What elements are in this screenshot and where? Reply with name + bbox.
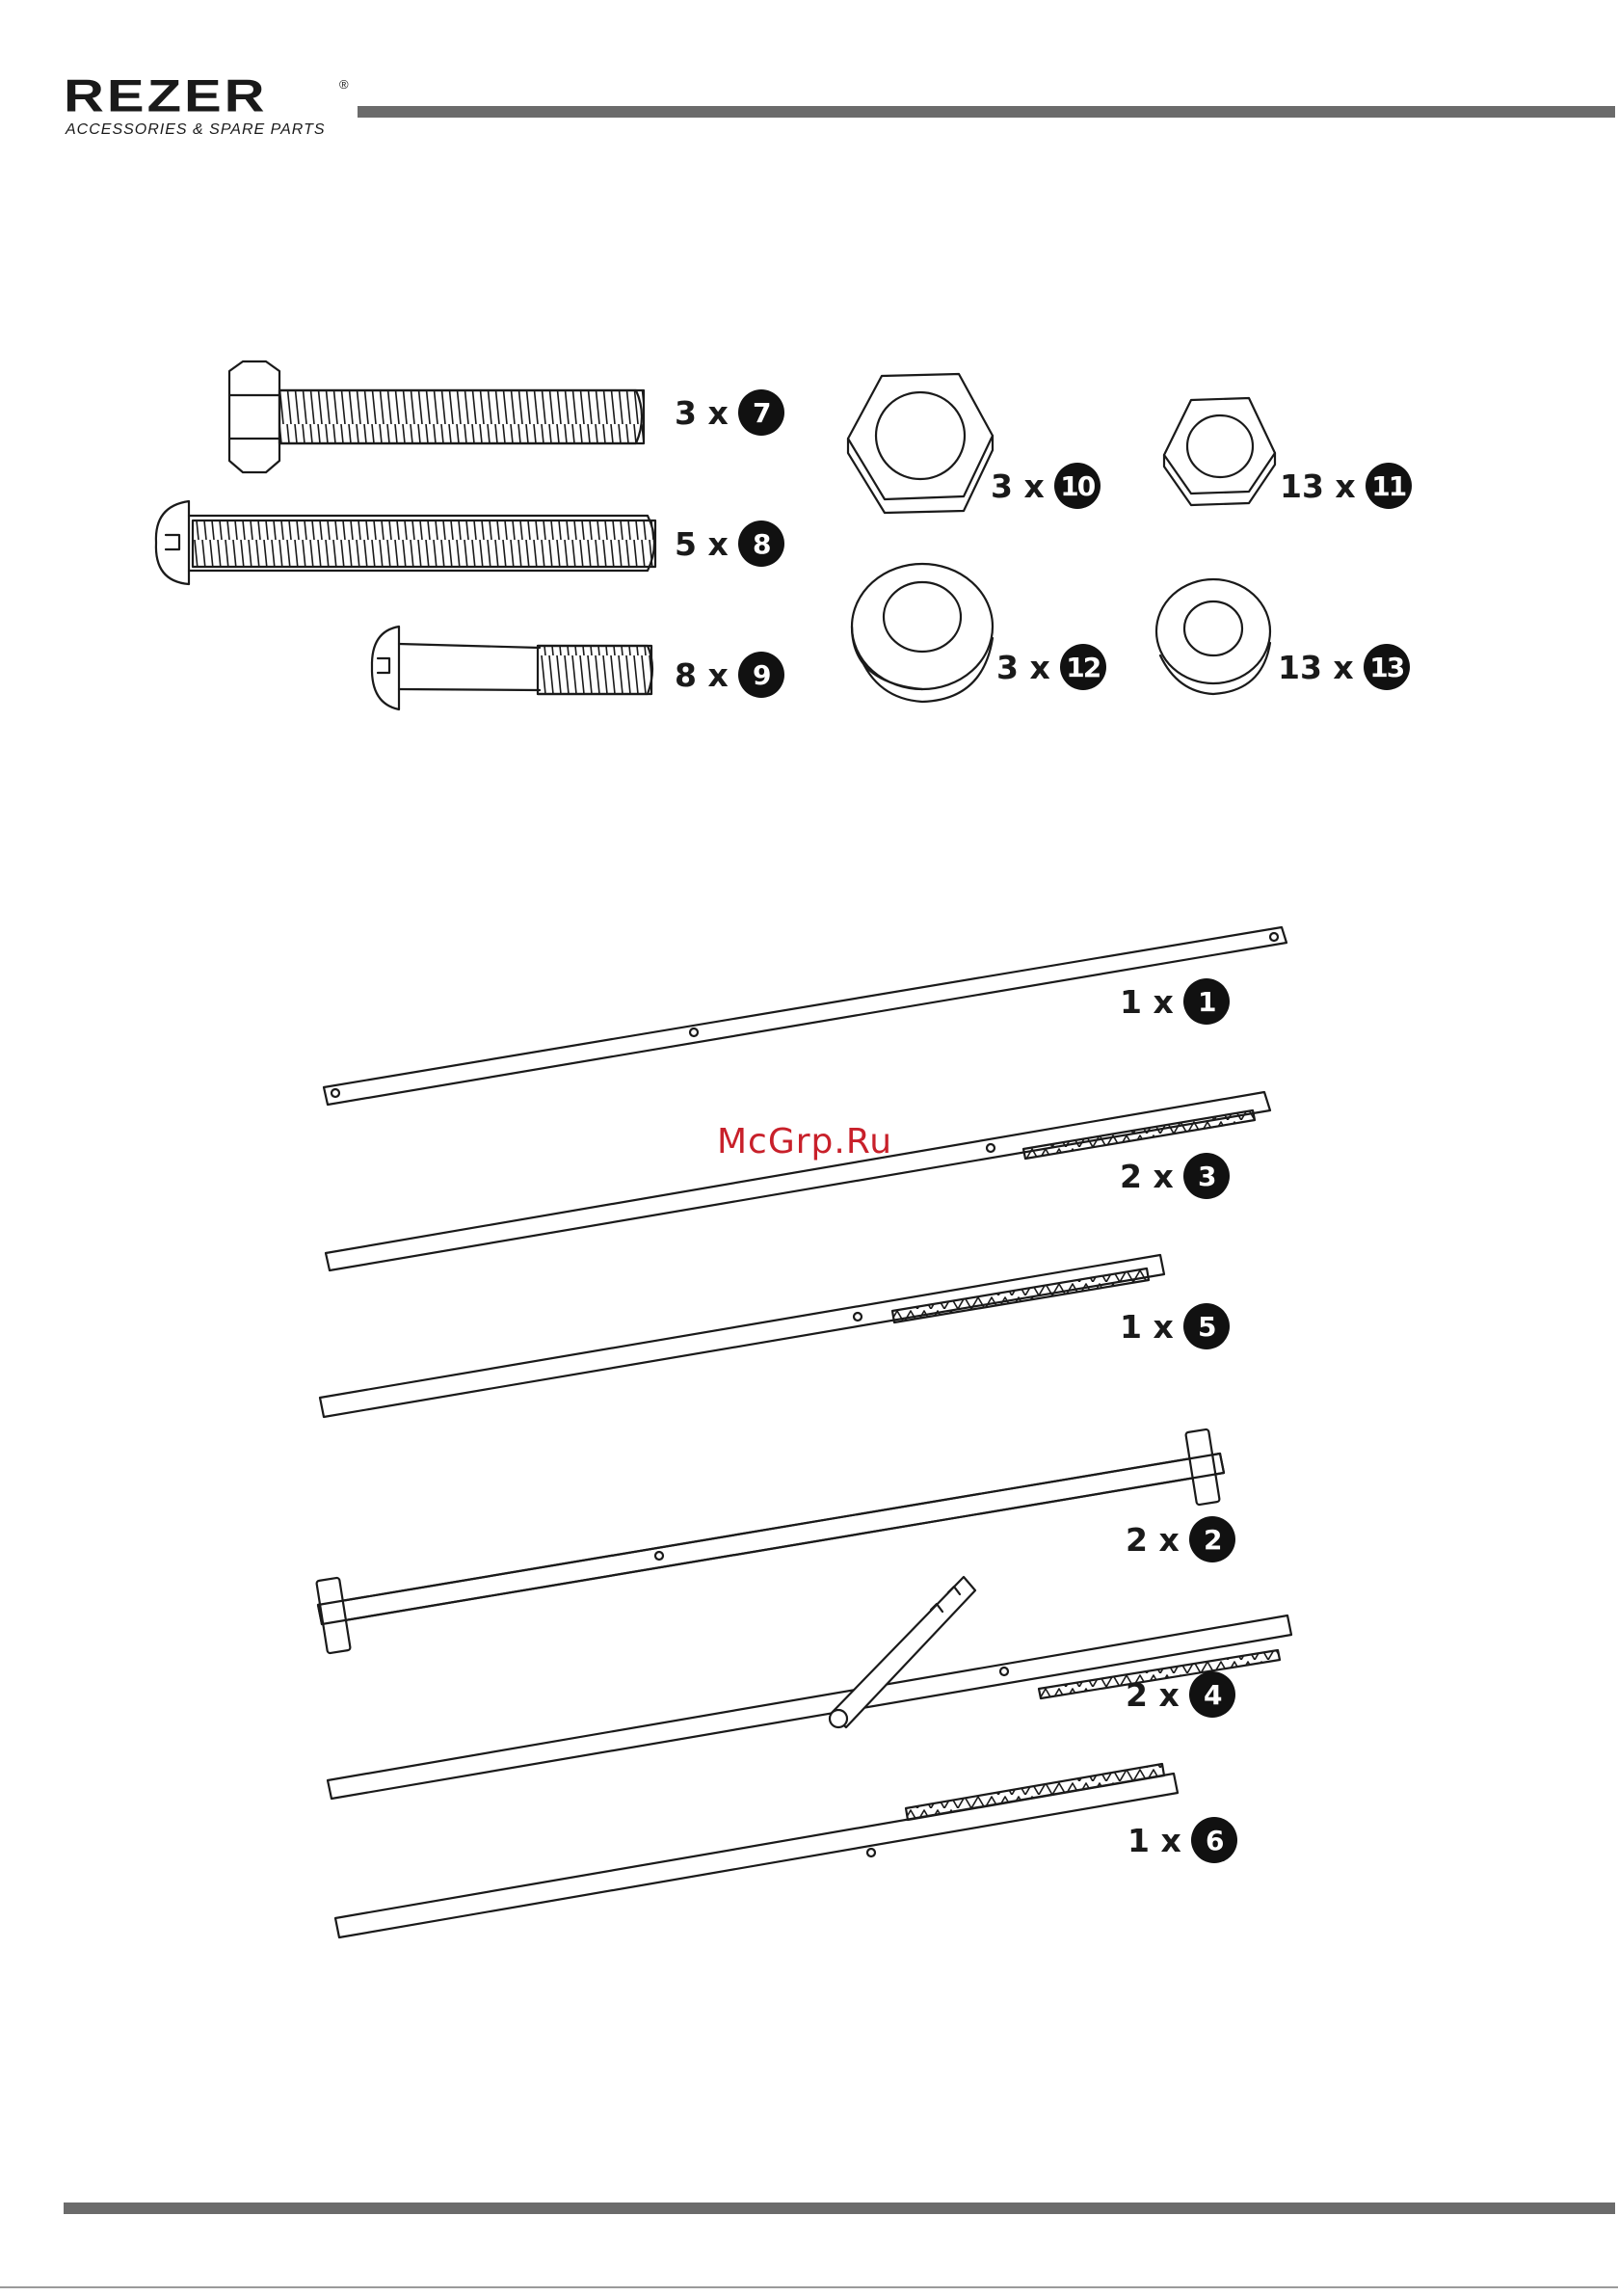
watermark-text: McGrp.Ru: [717, 1122, 892, 1161]
small-washer-drawing: [1156, 579, 1270, 694]
bracket-bar-drawing: [316, 1429, 1224, 1654]
quantity-label-part-2: 2 x 2: [1126, 1516, 1235, 1562]
quantity-text: 1 x: [1127, 1822, 1181, 1859]
quantity-label-part-9: 8 x 9: [675, 652, 784, 698]
part-number-badge: 7: [738, 389, 784, 436]
quantity-label-part-7: 3 x 7: [675, 389, 784, 436]
quantity-text: 3 x: [996, 649, 1050, 686]
quantity-label-part-1: 1 x 1: [1120, 978, 1230, 1025]
part-number-badge: 3: [1183, 1153, 1230, 1199]
footer-rule: [64, 2203, 1615, 2214]
quantity-text: 8 x: [675, 656, 729, 694]
quantity-text: 3 x: [675, 394, 729, 432]
quantity-text: 5 x: [675, 525, 729, 563]
quantity-text: 2 x: [1126, 1521, 1180, 1559]
small-hex-nut-drawing: [1164, 398, 1275, 505]
part-number-badge: 11: [1366, 463, 1412, 509]
large-washer-drawing: [852, 564, 993, 702]
quantity-text: 1 x: [1120, 983, 1174, 1021]
part-number-badge: 10: [1054, 463, 1101, 509]
rack-bar-drawing-3: [335, 1764, 1178, 1937]
quantity-label-part-6: 1 x 6: [1127, 1817, 1237, 1863]
quantity-label-part-11: 13 x 11: [1280, 463, 1412, 509]
quantity-text: 2 x: [1126, 1676, 1180, 1714]
quantity-text: 13 x: [1278, 649, 1354, 686]
quantity-label-part-10: 3 x 10: [991, 463, 1101, 509]
part-number-badge: 9: [738, 652, 784, 698]
quantity-text: 13 x: [1280, 467, 1356, 505]
quantity-text: 1 x: [1120, 1308, 1174, 1346]
page-bottom-line: [0, 2286, 1618, 2288]
quantity-text: 3 x: [991, 467, 1045, 505]
quantity-text: 2 x: [1120, 1158, 1174, 1195]
quantity-label-part-4: 2 x 4: [1126, 1671, 1235, 1718]
quantity-label-part-3: 2 x 3: [1120, 1153, 1230, 1199]
part-number-badge: 1: [1183, 978, 1230, 1025]
part-number-badge: 5: [1183, 1303, 1230, 1349]
quantity-label-part-8: 5 x 8: [675, 521, 784, 567]
large-hex-nut-drawing: [848, 374, 993, 513]
part-number-badge: 2: [1189, 1516, 1235, 1562]
rack-bar-drawing-2: [320, 1255, 1164, 1417]
part-number-badge: 6: [1191, 1817, 1237, 1863]
quantity-label-part-12: 3 x 12: [996, 644, 1106, 690]
part-number-badge: 12: [1060, 644, 1106, 690]
part-number-badge: 13: [1364, 644, 1410, 690]
long-round-head-screw-drawing: [156, 501, 655, 584]
part-number-badge: 8: [738, 521, 784, 567]
quantity-label-part-13: 13 x 13: [1278, 644, 1410, 690]
part-number-badge: 4: [1189, 1671, 1235, 1718]
hex-bolt-drawing: [229, 361, 644, 472]
quantity-label-part-5: 1 x 5: [1120, 1303, 1230, 1349]
short-round-head-bolt-drawing: [372, 627, 652, 709]
